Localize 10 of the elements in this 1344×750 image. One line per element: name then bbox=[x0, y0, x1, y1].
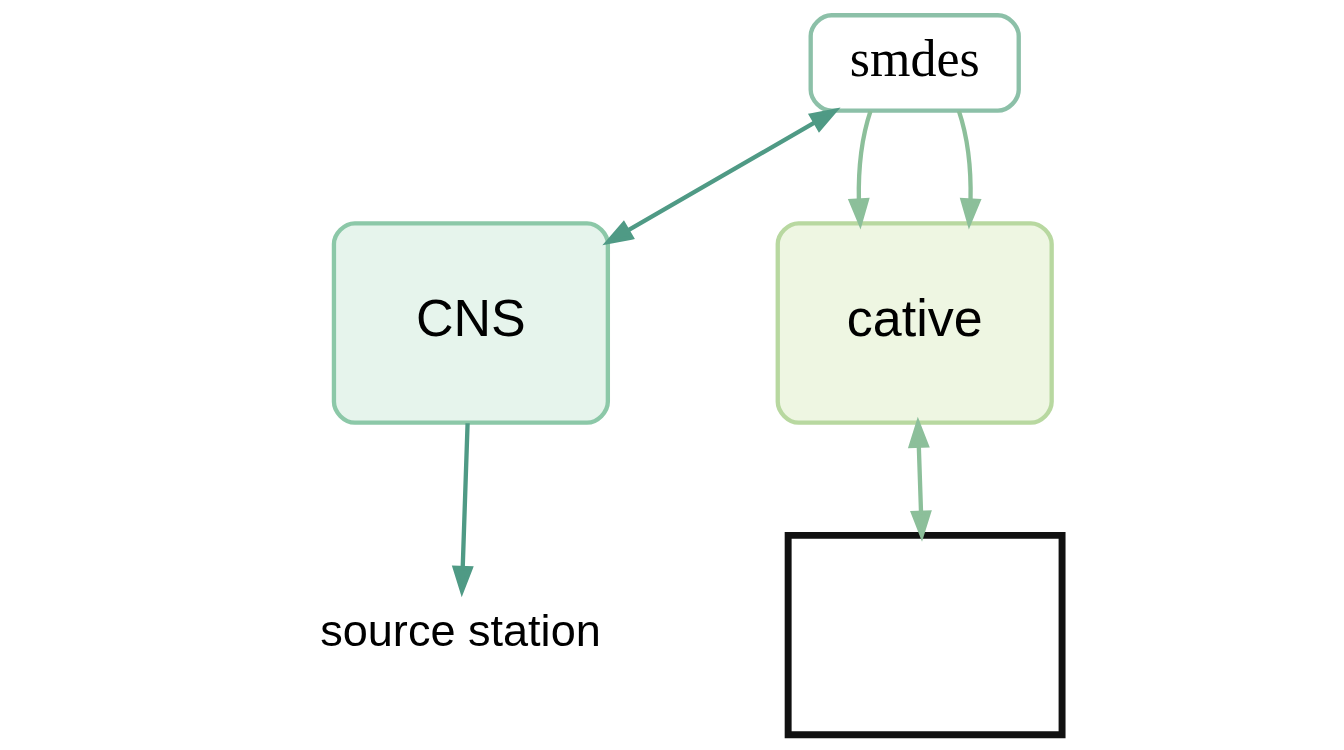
node-box: CNS bbox=[331, 221, 611, 425]
node-box: smdes bbox=[808, 13, 1021, 113]
arrow bbox=[907, 416, 932, 542]
arrow bbox=[956, 110, 982, 230]
arrow bbox=[847, 110, 873, 230]
arrow bbox=[602, 107, 841, 246]
node-box: cative bbox=[775, 221, 1054, 425]
node-box bbox=[784, 531, 1066, 739]
arrow bbox=[451, 423, 474, 598]
node-text: source station bbox=[320, 604, 601, 656]
